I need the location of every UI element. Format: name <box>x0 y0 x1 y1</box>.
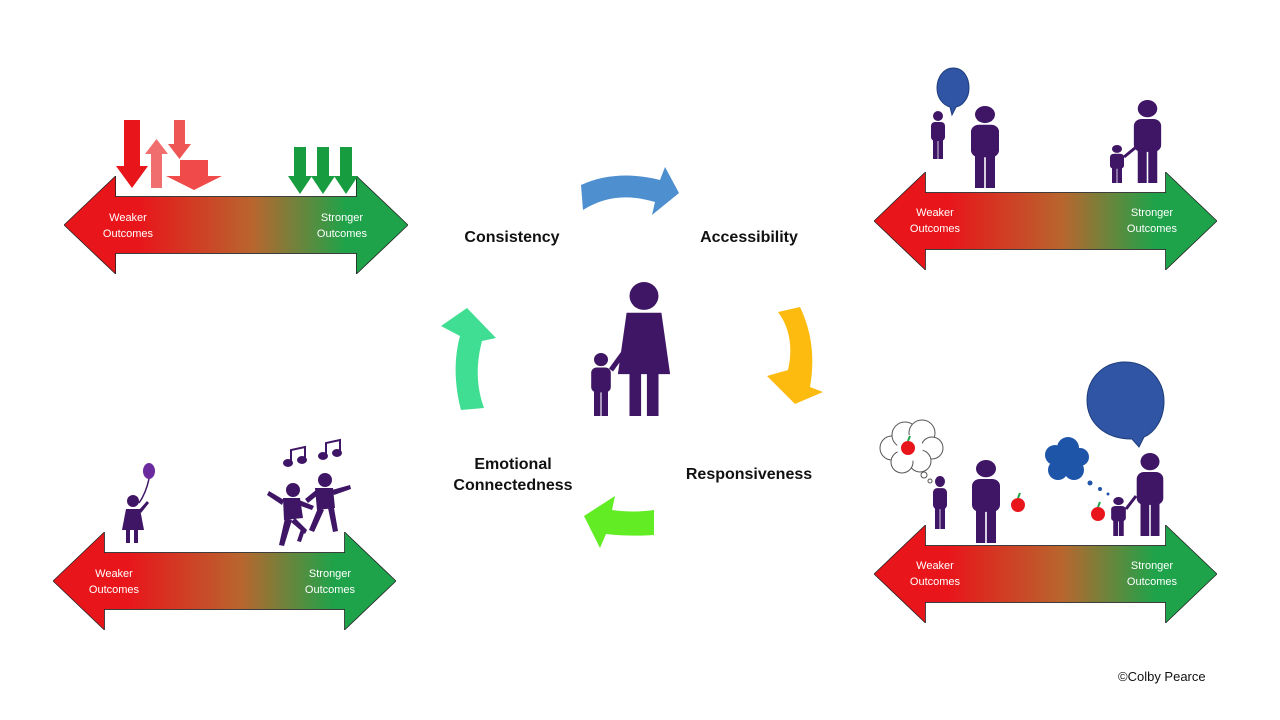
child-holding-hand-icon <box>1110 145 1124 183</box>
child-figure-icon <box>931 111 945 159</box>
scale-stronger-label-1: Stronger <box>309 568 352 580</box>
cycle-arrow-mint-icon <box>441 308 496 410</box>
apple-icon-adult <box>1011 492 1025 512</box>
child-figure-icon <box>933 476 947 529</box>
cycle-label-consistency: Consistency <box>464 229 560 246</box>
balloon-icon <box>143 463 155 479</box>
balloon-string <box>138 478 150 504</box>
apple-icon-thought <box>901 435 915 455</box>
scale-stronger-label-2: Outcomes <box>1127 576 1178 588</box>
scale-stronger-label-2: Outcomes <box>1127 223 1178 235</box>
green-down-arrow-icon-3 <box>334 147 358 194</box>
child-with-balloon-icon <box>122 495 149 543</box>
cycle-arrow-lime-icon <box>584 496 654 548</box>
cycle-label-responsiveness: Responsiveness <box>685 466 813 483</box>
dancing-adult-icon-2 <box>305 473 351 532</box>
blue-thought-cloud-icon <box>1045 437 1110 496</box>
held-hand-line <box>1124 495 1138 510</box>
scale-top-right: Weaker Outcomes Stronger Outcomes <box>874 67 1217 270</box>
held-hand-line <box>1123 146 1136 159</box>
scale-weaker-label-2: Outcomes <box>910 223 961 235</box>
held-hand-line <box>608 346 630 372</box>
scale-bottom-left: Weaker Outcomes Stronger Outcomes <box>53 438 396 630</box>
red-down-block-arrow-icon <box>166 160 222 190</box>
scale-stronger-label-2: Outcomes <box>317 228 368 240</box>
center-parent-child <box>591 282 671 416</box>
apple-icon-child <box>1091 501 1105 521</box>
scale-weaker-label-1: Weaker <box>95 568 133 580</box>
pink-down-arrow-icon <box>168 120 191 159</box>
child-holding-hand-icon <box>1111 497 1126 536</box>
scale-weaker-label-2: Outcomes <box>910 576 961 588</box>
pink-up-arrow-icon <box>145 139 168 188</box>
scale-weaker-label-1: Weaker <box>916 560 954 572</box>
child-center-icon <box>591 353 611 416</box>
cycle-label-emotional-connectedness: Emotional Connectedness <box>443 454 583 496</box>
green-down-arrow-icon-1 <box>288 147 312 194</box>
dancing-adult-icon-1 <box>267 483 314 546</box>
scale-weaker-label-1: Weaker <box>916 207 954 219</box>
scale-stronger-label-1: Stronger <box>1131 207 1174 219</box>
scale-weaker-label-2: Outcomes <box>89 584 140 596</box>
music-note-icon-1 <box>283 445 307 467</box>
scale-weaker-label-2: Outcomes <box>103 228 154 240</box>
cycle-arrows <box>441 167 823 548</box>
adult-figure-icon <box>972 460 1000 543</box>
cycle-label-emotional-line-2: Connectedness <box>453 477 573 494</box>
adult-holding-hand-icon <box>1133 100 1162 183</box>
cycle-arrow-yellow-icon <box>767 307 823 404</box>
cycle-label-accessibility: Accessibility <box>700 229 798 246</box>
cycle-label-emotional-line-1: Emotional <box>474 456 552 473</box>
scale-top-left: Weaker Outcomes Stronger Outcomes <box>64 120 408 274</box>
copyright-text: ©Colby Pearce <box>1118 669 1206 684</box>
scale-weaker-label-1: Weaker <box>109 212 147 224</box>
scale-stronger-label-1: Stronger <box>1131 560 1174 572</box>
cycle-arrow-blue-icon <box>581 167 679 215</box>
speech-bubble-large-icon <box>1086 361 1165 448</box>
adult-figure-icon <box>971 106 999 188</box>
speech-bubble-icon <box>936 67 970 117</box>
green-down-arrow-icon-2 <box>311 147 335 194</box>
scale-stronger-label-2: Outcomes <box>305 584 356 596</box>
scale-stronger-label-1: Stronger <box>321 212 364 224</box>
scale-bottom-right: Weaker Outcomes Stronger Outcomes <box>874 361 1217 623</box>
red-down-arrow-icon <box>116 120 148 188</box>
music-note-icon-2 <box>318 438 342 460</box>
adult-holding-hand-icon <box>1136 453 1164 536</box>
